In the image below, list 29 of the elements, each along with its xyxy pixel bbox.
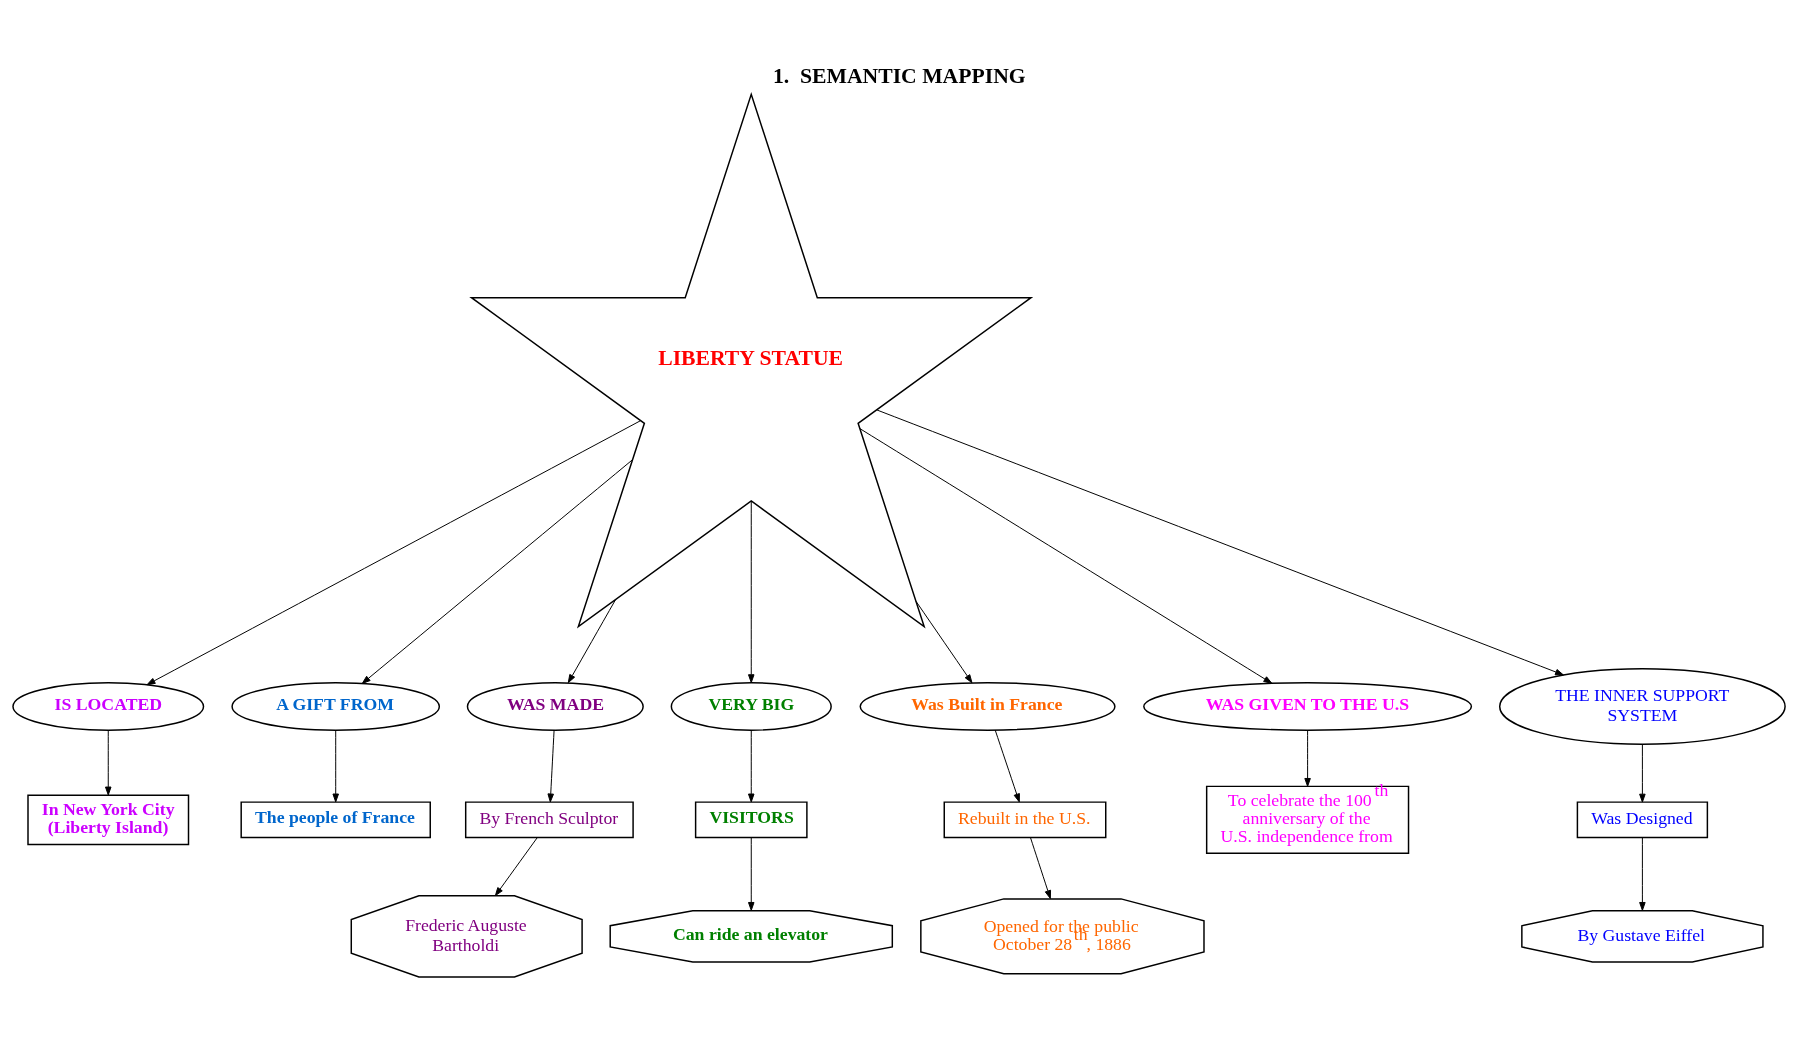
node-ellipse: VERY BIG: [670, 682, 832, 731]
node-box: In New York City (Liberty Island): [27, 794, 190, 846]
arrow: [859, 428, 1273, 684]
node-box: By French Sculptor: [464, 801, 634, 839]
arrow: [1030, 837, 1052, 899]
arrow: [1639, 837, 1646, 911]
node-ellipse: A GIFT FROM: [231, 682, 441, 731]
node-box: Rebuilt in the U.S.: [943, 801, 1107, 839]
arrow: [361, 459, 633, 684]
arrow: [876, 409, 1564, 676]
node-ellipse: WAS GIVEN TO THE U.S: [1143, 682, 1473, 731]
node-ellipse: Was Built in France: [859, 682, 1116, 731]
diagram-title: 1. SEMANTIC MAPPING: [772, 64, 1026, 89]
arrow: [494, 837, 538, 897]
node-box: VISITORS: [694, 801, 808, 839]
arrow: [915, 600, 973, 684]
node-box: Was Designed: [1576, 801, 1709, 839]
arrow: [1304, 729, 1311, 787]
arrow: [547, 729, 555, 803]
node-ellipse: IS LOCATED: [12, 682, 205, 731]
arrow: [994, 729, 1020, 803]
node-ellipse: WAS MADE: [466, 682, 644, 731]
arrow: [1639, 743, 1646, 803]
arrow: [748, 729, 755, 803]
arrow: [748, 837, 755, 911]
arrow: [567, 598, 617, 684]
arrow: [332, 729, 339, 803]
node-box: The people of France: [240, 801, 431, 839]
arrow: [105, 729, 112, 796]
